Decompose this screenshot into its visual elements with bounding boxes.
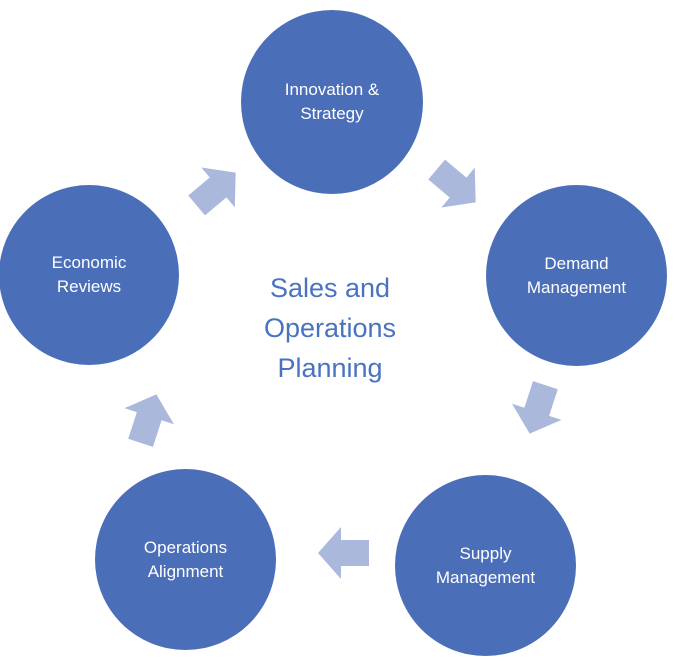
diagram-title: Sales and Operations Planning <box>230 268 430 388</box>
title-line1: Sales and <box>269 273 391 303</box>
node-label-line2: Alignment <box>147 561 224 581</box>
node-label-line2: Strategy <box>300 104 364 123</box>
node-label-line1: Economic <box>51 253 127 272</box>
node-label-line1: Demand <box>544 253 609 273</box>
node-innovation-strategy: Innovation & Strategy <box>241 10 423 194</box>
node-label-line2: Management <box>526 277 627 297</box>
node-label-line1: Supply <box>459 543 512 563</box>
title-line2: Operations <box>263 313 397 343</box>
title-line3: Planning <box>277 353 383 383</box>
node-label-line2: Management <box>435 567 536 587</box>
arrow-demand-to-supply <box>504 377 571 442</box>
arrow-innovation-to-demand <box>419 149 493 223</box>
node-label-line1: Innovation & <box>284 80 380 99</box>
arrow-supply-to-operations <box>318 527 369 579</box>
node-label-line1: Operations <box>143 537 228 557</box>
arrow-operations-to-economic <box>115 386 182 451</box>
node-label-line2: Reviews <box>56 277 122 296</box>
arrow-economic-to-innovation <box>179 152 253 226</box>
